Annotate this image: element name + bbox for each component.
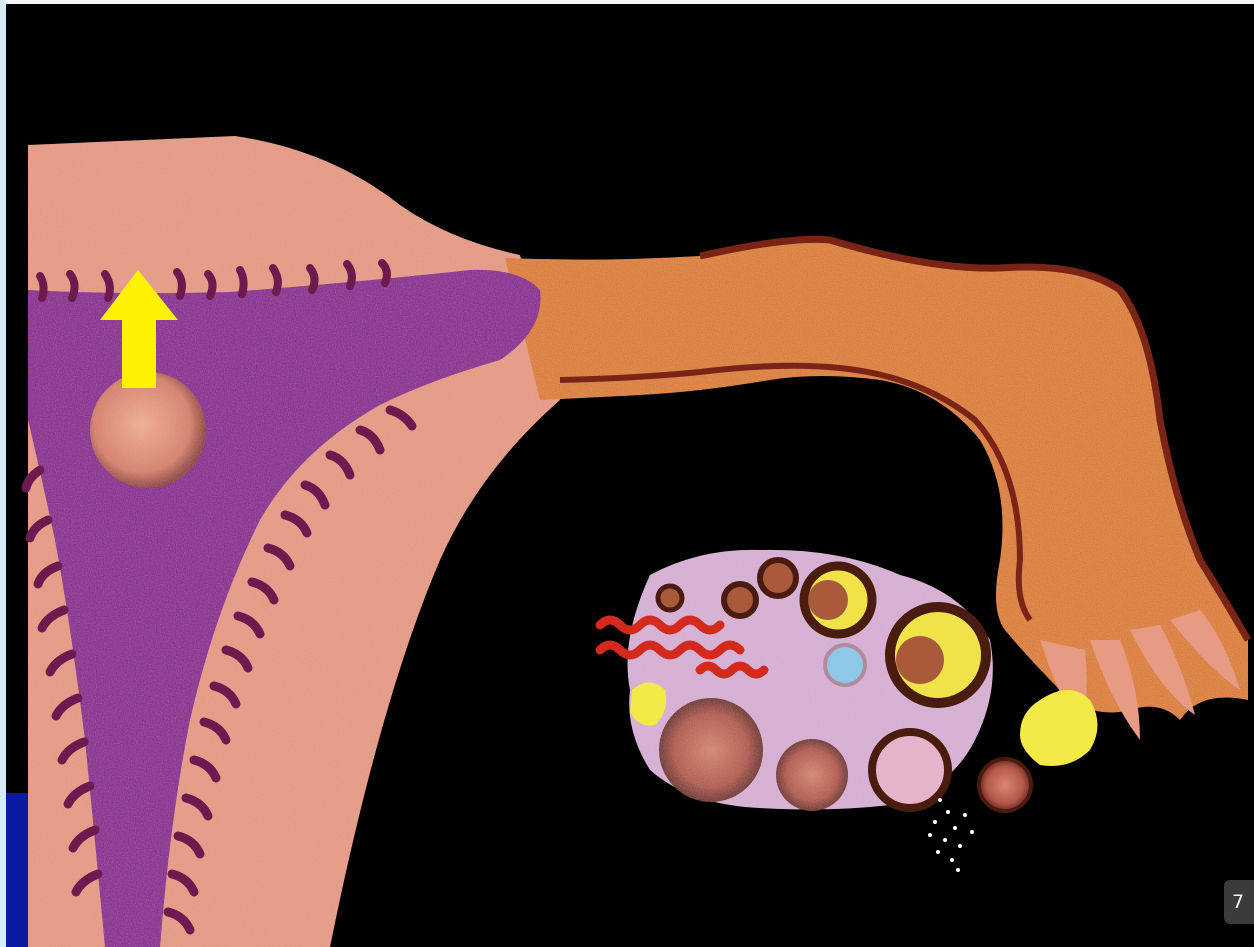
embryo: [90, 372, 206, 488]
graafian-follicle: [890, 607, 986, 703]
slide-number-badge[interactable]: 7: [1224, 880, 1254, 924]
corpus-luteum: [1020, 690, 1098, 766]
blue-side-tab: [6, 793, 28, 947]
released-cells: [928, 798, 974, 872]
secondary-follicle: [804, 566, 872, 634]
